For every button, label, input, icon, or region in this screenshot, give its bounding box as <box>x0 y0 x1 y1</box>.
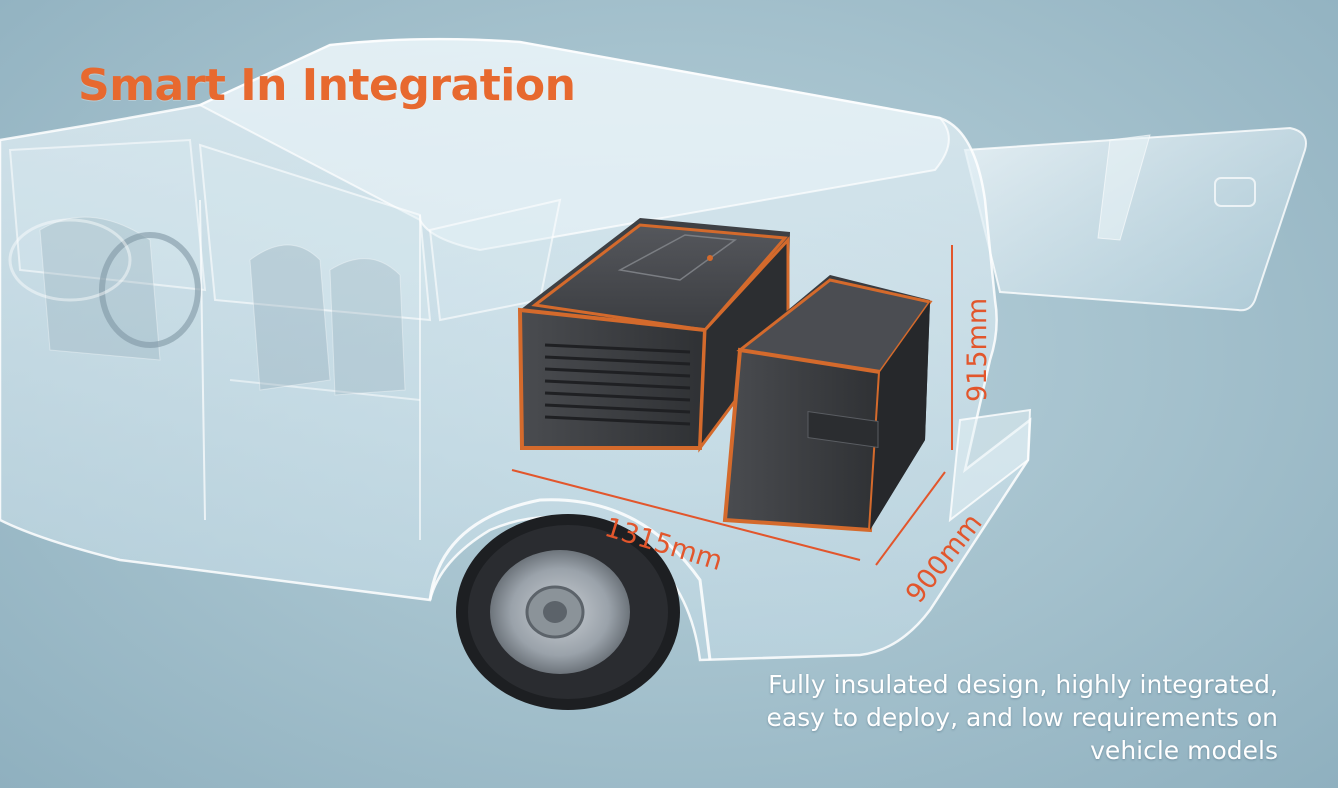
caption-line-1: Fully insulated design, highly integrate… <box>768 670 1278 699</box>
feature-caption: Fully insulated design, highly integrate… <box>678 668 1278 767</box>
power-unit-secondary <box>722 275 933 533</box>
height-dimension-label: 915mm <box>962 297 993 402</box>
caption-line-3: vehicle models <box>1090 736 1278 765</box>
power-unit-main <box>517 218 790 453</box>
headline: Smart In Integration <box>78 60 576 111</box>
rear-hatch <box>963 126 1307 312</box>
rear-tire <box>456 514 680 710</box>
caption-line-2: easy to deploy, and low requirements on <box>766 703 1278 732</box>
dimension-lines <box>511 245 953 566</box>
